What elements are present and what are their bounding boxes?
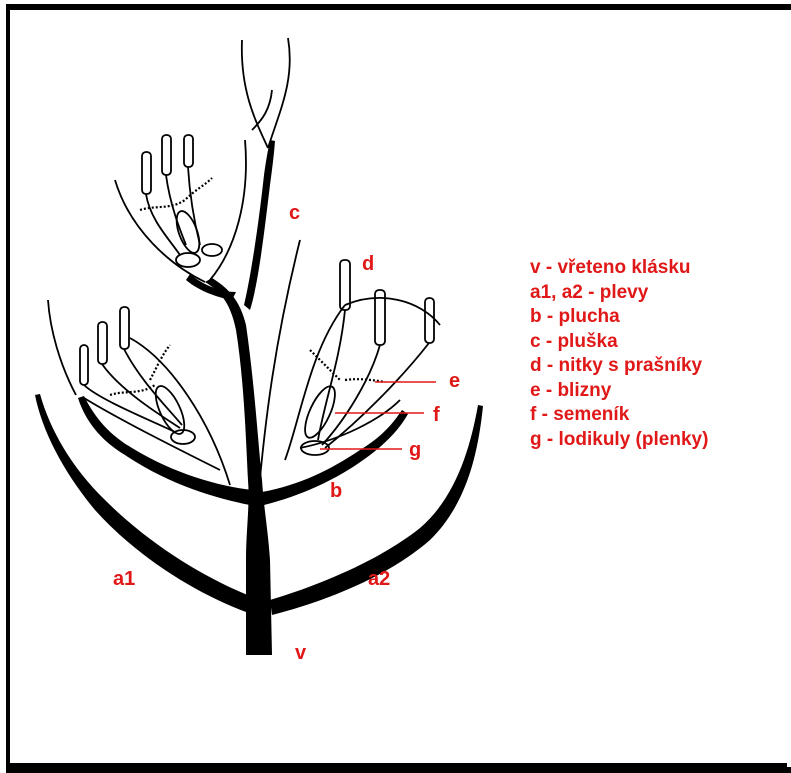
legend-item-v: v - vřeteno klásku [530,256,708,281]
legend-item-c: c - pluška [530,330,708,355]
label-f: f [433,404,440,426]
legend-item-f: f - semeník [530,403,708,428]
label-e: e [449,370,460,392]
label-c: c [289,202,300,224]
legend-item-d: d - nitky s prašníky [530,354,708,379]
legend-item-b: b - plucha [530,305,708,330]
legend-item-e: e - blizny [530,379,708,404]
label-a1: a1 [113,568,135,590]
diagram-labels: v a1 a2 b c d e f g [113,202,460,664]
legend: v - vřeteno klásku a1, a2 - plevy b - pl… [530,256,708,452]
label-a2: a2 [368,568,390,590]
label-v: v [295,642,307,664]
label-g: g [409,439,421,461]
label-b: b [330,480,342,502]
legend-item-g: g - lodikuly (plenky) [530,428,708,453]
label-d: d [362,253,374,275]
legend-item-a1-a2: a1, a2 - plevy [530,281,708,306]
